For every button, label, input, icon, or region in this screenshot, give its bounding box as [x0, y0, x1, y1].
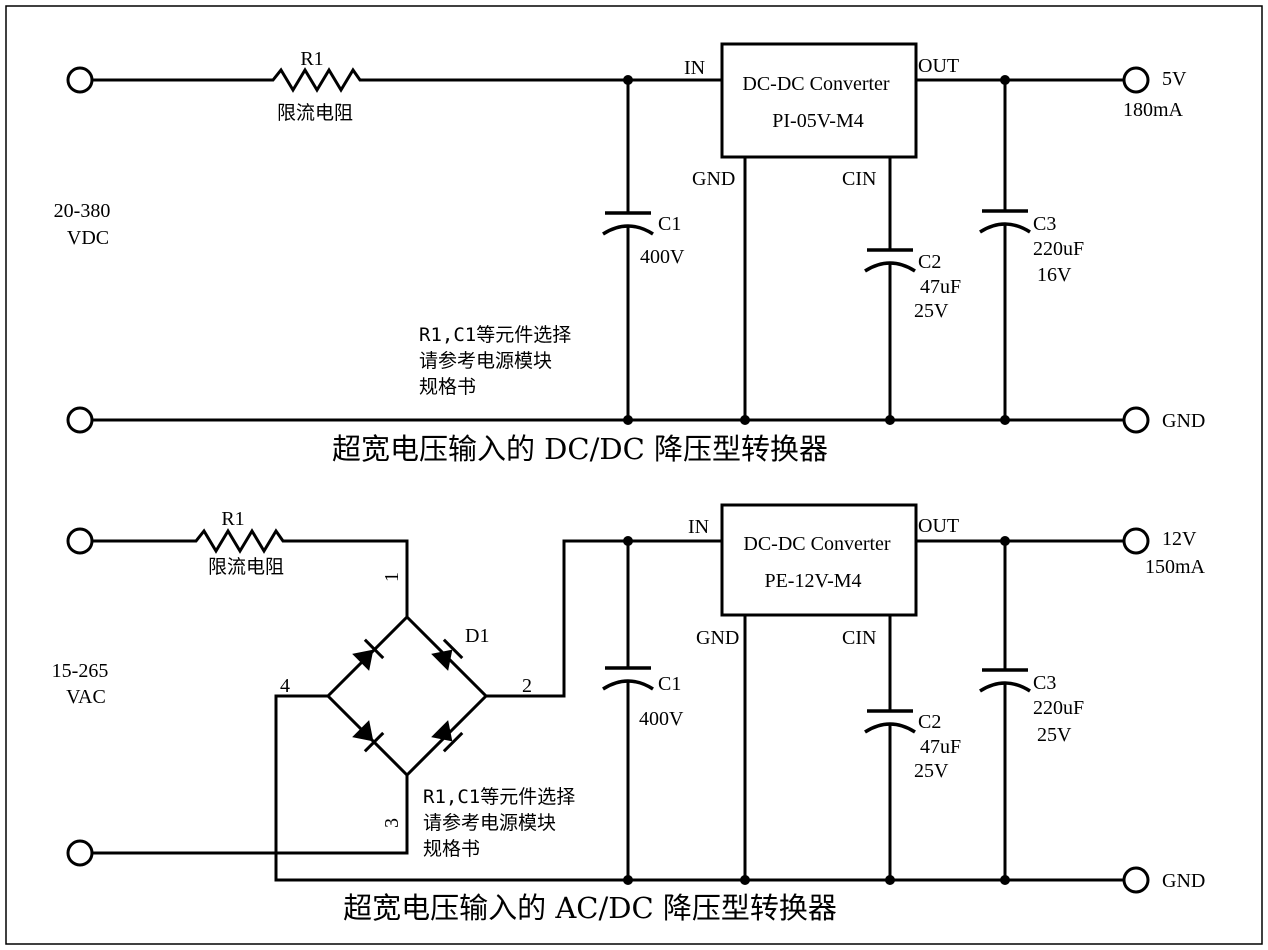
bottom-note-line3: 规格书: [423, 838, 480, 860]
bottom-output-voltage: 12V: [1162, 528, 1197, 550]
top-output-voltage: 5V: [1162, 68, 1187, 90]
top-input-voltage-range: 20-380: [54, 200, 111, 222]
top-input-voltage-type: VDC: [67, 227, 109, 249]
top-pin-in: IN: [684, 57, 705, 79]
top-module-name: DC-DC Converter: [742, 73, 890, 95]
top-r1-desc: 限流电阻: [277, 102, 353, 124]
bottom-r1-desc: 限流电阻: [208, 556, 284, 578]
drawing-border: [5, 5, 1263, 945]
bottom-output-terminal: [1122, 527, 1150, 555]
bottom-gnd-rail: [274, 694, 1126, 882]
top-output-current: 180mA: [1123, 99, 1184, 121]
bottom-r1-label: R1: [221, 508, 244, 530]
bottom-pin-cin: CIN: [842, 627, 876, 649]
top-junction-dot: [623, 415, 633, 425]
top-pin-out: OUT: [918, 55, 959, 77]
top-module-model: PI-05V-M4: [772, 110, 864, 132]
bottom-output-current: 150mA: [1145, 556, 1206, 578]
top-junction-dot: [740, 415, 750, 425]
bottom-pin-gnd: GND: [696, 627, 739, 649]
top-junction-dot: [1000, 75, 1010, 85]
bottom-pin-3: 3: [381, 818, 403, 828]
bottom-input-rail: [484, 539, 724, 698]
top-c1-label: C1: [658, 213, 681, 235]
bottom-junction-dot: [885, 875, 895, 885]
top-r1-label: R1: [300, 48, 323, 70]
bottom-converter-module: [720, 503, 918, 617]
top-c2-voltage: 25V: [914, 300, 949, 322]
top-converter-module: [720, 42, 918, 159]
top-pin-gnd: GND: [692, 168, 735, 190]
bottom-input-terminal-2: [66, 839, 94, 867]
bottom-pin-1: 1: [381, 572, 403, 582]
bottom-pin-4: 4: [280, 675, 290, 697]
bottom-junction-dot: [623, 536, 633, 546]
bottom-junction-dot: [740, 875, 750, 885]
bottom-pin-out: OUT: [918, 515, 959, 537]
bottom-junction-dot: [1000, 875, 1010, 885]
top-r1-resistor: [90, 67, 724, 93]
top-c3-label: C3: [1033, 213, 1056, 235]
bottom-c3-label: C3: [1033, 672, 1056, 694]
bottom-module-model: PE-12V-M4: [764, 570, 861, 592]
top-input-terminal-positive: [66, 66, 94, 94]
bottom-title: 超宽电压输入的 AC/DC 降压型转换器: [343, 891, 837, 925]
bottom-c2-voltage: 25V: [914, 760, 949, 782]
top-junction-dot: [623, 75, 633, 85]
top-circuit: R1 限流电阻 20-380 VDC IN OUT DC-DC Converte…: [54, 42, 1205, 466]
bottom-pin-in: IN: [688, 516, 709, 538]
bottom-c2-label: C2: [918, 711, 941, 733]
bottom-c2-capacitance: 47uF: [920, 736, 961, 758]
top-junction-dot: [1000, 415, 1010, 425]
top-c3-voltage: 16V: [1037, 264, 1072, 286]
bottom-c3-voltage: 25V: [1037, 724, 1072, 746]
bottom-note-line1: R1,C1等元件选择: [423, 786, 575, 808]
top-junction-dot: [885, 415, 895, 425]
bottom-d1-label: D1: [465, 625, 489, 647]
bottom-c1-label: C1: [658, 673, 681, 695]
bottom-input-voltage-range: 15-265: [52, 660, 109, 682]
bottom-input-terminal-1: [66, 527, 94, 555]
bottom-d1-bridge: [325, 614, 489, 778]
top-note-line3: 规格书: [419, 376, 476, 398]
top-gnd-terminal: [1122, 406, 1150, 434]
bottom-gnd-terminal-label: GND: [1162, 870, 1205, 892]
bottom-r1-resistor: [90, 528, 409, 619]
bottom-gnd-terminal: [1122, 866, 1150, 894]
top-c2-label: C2: [918, 251, 941, 273]
bottom-junction-dot: [1000, 536, 1010, 546]
bottom-c3-capacitance: 220uF: [1033, 697, 1084, 719]
top-pin-cin: CIN: [842, 168, 876, 190]
top-c3-capacitance: 220uF: [1033, 238, 1084, 260]
top-title: 超宽电压输入的 DC/DC 降压型转换器: [332, 432, 828, 466]
top-c2-capacitance: 47uF: [920, 276, 961, 298]
top-gnd-terminal-label: GND: [1162, 410, 1205, 432]
bottom-pin-2: 2: [522, 675, 532, 697]
top-input-terminal-negative: [66, 406, 94, 434]
bottom-circuit: R1 限流电阻 15-265 VAC D1 1 2 3 4 IN OUT DC-…: [52, 503, 1206, 925]
bottom-input-voltage-type: VAC: [66, 686, 106, 708]
top-note-line1: R1,C1等元件选择: [419, 324, 571, 346]
bottom-module-name: DC-DC Converter: [743, 533, 891, 555]
bottom-c1-value: 400V: [639, 708, 684, 730]
top-output-terminal: [1122, 66, 1150, 94]
bottom-note-line2: 请参考电源模块: [423, 812, 556, 834]
top-note-line2: 请参考电源模块: [419, 350, 552, 372]
top-c1-value: 400V: [640, 246, 685, 268]
bottom-junction-dot: [623, 875, 633, 885]
